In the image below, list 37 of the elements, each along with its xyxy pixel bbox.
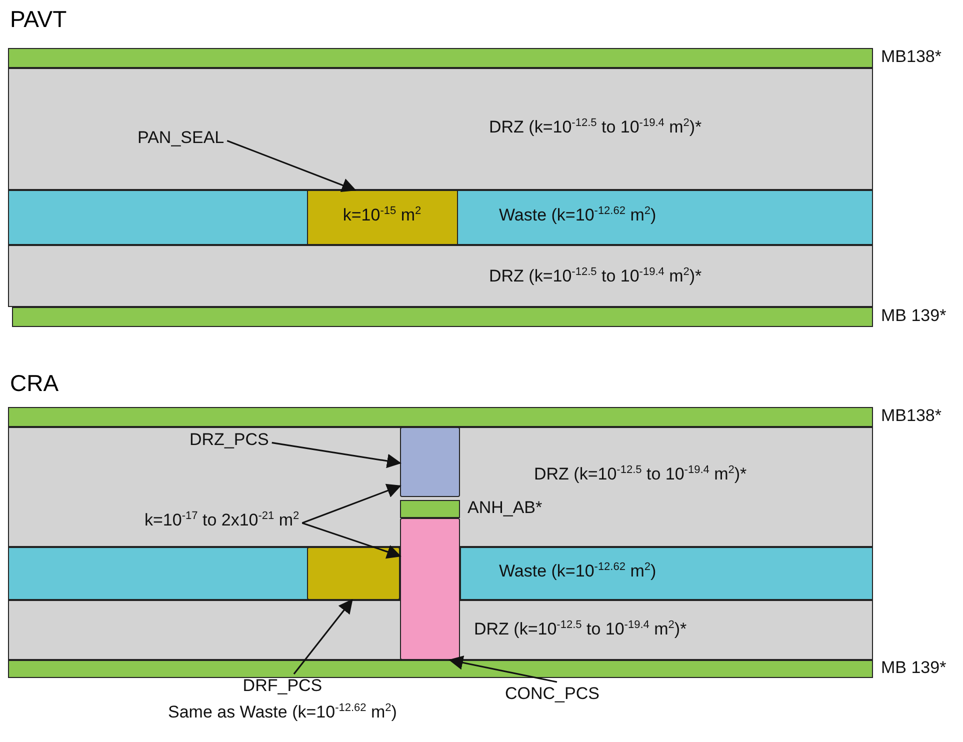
layer-label: DRZ (k=10$^{-12.5}$ to 10$^{-19.4}$ m$^{2}$)* xyxy=(474,619,687,640)
leader-arrow xyxy=(302,522,402,559)
leader-arrow xyxy=(293,598,353,674)
layer-label: Waste (k=10$^{-12.62}$ m$^{2}$) xyxy=(499,205,656,226)
layer-label: MB 139* xyxy=(881,306,946,326)
callout-label: Same as Waste (k=10$^{-12.62}$ m$^{2}$) xyxy=(168,702,397,724)
waste-layer xyxy=(460,547,873,600)
concrete-seal-block xyxy=(400,518,460,660)
callout-label: DRF_PCS xyxy=(242,676,324,696)
layer-label: ANH_AB* xyxy=(468,498,542,518)
section-heading: PAVT xyxy=(10,6,67,33)
callout-label: DRZ_PCS xyxy=(190,430,269,450)
drift-fill-block xyxy=(306,546,400,600)
layer-label: MB 139* xyxy=(881,658,946,678)
seal-column-block xyxy=(400,426,460,496)
waste-layer xyxy=(8,547,400,600)
layer-label: DRZ (k=10$^{-12.5}$ to 10$^{-19.4}$ m$^{2}$)* xyxy=(534,464,747,486)
leader-arrow xyxy=(302,484,402,524)
section-heading: CRA xyxy=(10,370,59,397)
panel-seal-block xyxy=(306,190,458,244)
rock-zone-layer xyxy=(8,600,873,660)
layer-label: Waste (k=10$^{-12.62}$ m$^{2}$) xyxy=(499,561,656,582)
layer-label: MB138* xyxy=(881,406,942,426)
callout-label: CONC_PCS xyxy=(505,684,600,704)
layer-label: DRZ (k=10$^{-12.5}$ to 10$^{-19.4}$ m$^{2}$)* xyxy=(489,117,702,138)
leader-arrow xyxy=(226,140,356,192)
layer-label: k=10$^{-15}$ m$^{2}$ xyxy=(342,204,422,226)
rock-zone-layer xyxy=(8,68,873,190)
leader-arrow xyxy=(272,442,402,468)
layer-label: MB138* xyxy=(881,47,942,68)
rock-zone-layer xyxy=(8,427,873,547)
waste-layer xyxy=(8,190,873,245)
callout-label: k=10$^{-17}$ to 2x10$^{-21}$ m$^{2}$ xyxy=(144,510,300,531)
rock-zone-layer xyxy=(8,245,873,307)
leader-arrow xyxy=(448,656,558,683)
layer-label: DRZ (k=10$^{-12.5}$ to 10$^{-19.4}$ m$^{2}$)* xyxy=(489,266,702,288)
callout-label: PAN_SEAL xyxy=(138,128,224,148)
